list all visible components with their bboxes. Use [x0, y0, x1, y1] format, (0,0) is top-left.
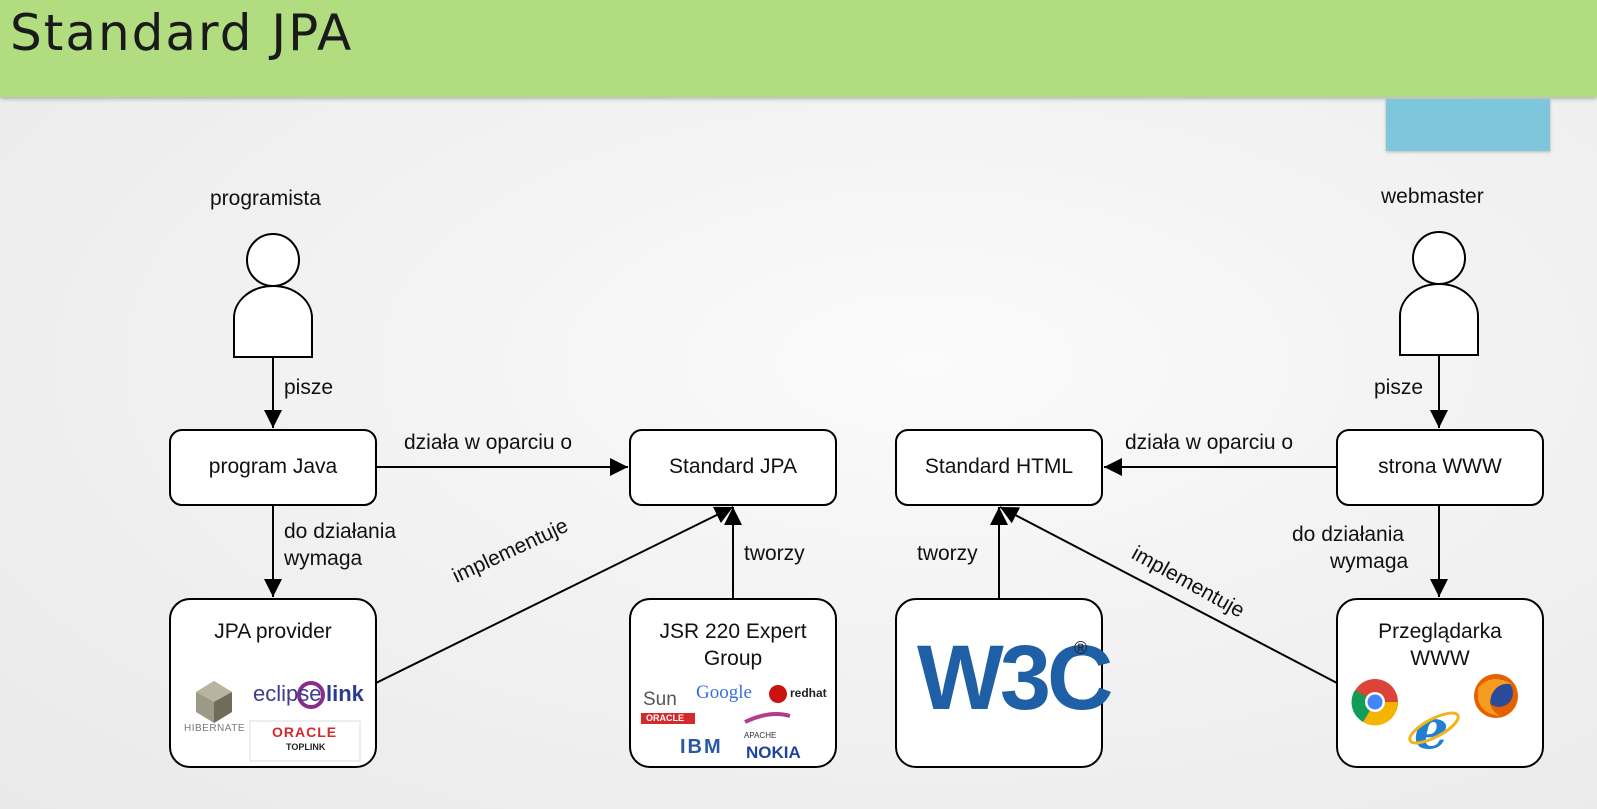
edge-pisze-left-label: pisze: [284, 376, 334, 399]
w3c-registered-mark: ®: [1074, 638, 1088, 658]
hibernate-logo-icon: [196, 681, 232, 723]
page-title: Standard JPA: [10, 4, 354, 62]
apache-logo-text: APACHE: [744, 731, 777, 740]
edge-wymaga-right-label-2: wymaga: [1330, 550, 1409, 573]
edge-tworzy-left-label: tworzy: [744, 542, 805, 565]
edge-pisze-right-label: pisze: [1374, 376, 1424, 399]
box-jpa-provider-label: JPA provider: [214, 620, 332, 643]
eclipse-logo-text: eclipse: [253, 681, 322, 706]
actor-programista-label: programista: [210, 187, 321, 210]
box-jsr-group-label-1: JSR 220 Expert: [659, 620, 807, 643]
firefox-icon: [1474, 674, 1518, 718]
box-standard-jpa-label: Standard JPA: [668, 455, 798, 478]
edge-tworzy-right-label: tworzy: [917, 542, 978, 565]
box-przegladarka-label-1: Przeglądarka: [1378, 620, 1502, 643]
redhat-logo-text: redhat: [790, 686, 827, 700]
box-program-java-label: program Java: [208, 455, 338, 478]
oracle-toplink-card: [249, 720, 361, 762]
box-przegladarka-label-2: WWW: [1410, 647, 1470, 670]
actor-programista-icon: [233, 233, 313, 358]
oracle-small-logo-text: ORACLE: [646, 713, 684, 723]
google-logo-text: Google: [696, 682, 752, 703]
arrow-implementuje-right: [999, 506, 1338, 684]
edge-dziala-left-label: działa w oparciu o: [404, 431, 573, 454]
box-strona-www-label: strona WWW: [1378, 455, 1502, 478]
edge-wymaga-left-label-1: do działania: [284, 520, 397, 543]
toplink-logo-text: TOPLINK: [286, 742, 326, 752]
actor-webmaster-label: webmaster: [1381, 185, 1484, 208]
nokia-logo-text: NOKIA: [746, 743, 801, 762]
box-standard-html: [895, 429, 1103, 506]
link-logo-text: link: [326, 681, 364, 706]
box-standard-jpa: [629, 429, 837, 506]
edge-wymaga-left-label-2: wymaga: [284, 547, 363, 570]
chrome-icon: [1351, 679, 1399, 726]
blue-tab: [1386, 99, 1550, 151]
w3c-logo-text: W3C: [917, 627, 1113, 729]
box-jsr-group-label-2: Group: [703, 647, 763, 670]
svg-text:e: e: [1414, 697, 1448, 761]
edge-dziala-right-label: działa w oparciu o: [1125, 431, 1294, 454]
ibm-logo-text: IBM: [680, 736, 723, 758]
eclipselink-logo-icon: [297, 681, 325, 709]
hibernate-logo-text: HIBERNATE: [184, 723, 245, 734]
arrow-implementuje-left: [375, 506, 734, 684]
box-standard-html-label: Standard HTML: [924, 455, 1074, 478]
oracle-logo-text: ORACLE: [272, 724, 338, 740]
sun-logo-text: Sun: [643, 689, 677, 710]
header-bar: Standard JPA: [0, 0, 1597, 97]
ie-icon: e: [1408, 697, 1460, 761]
edge-wymaga-right-label-1: do działania: [1292, 523, 1405, 546]
actor-webmaster-icon: [1399, 231, 1479, 356]
